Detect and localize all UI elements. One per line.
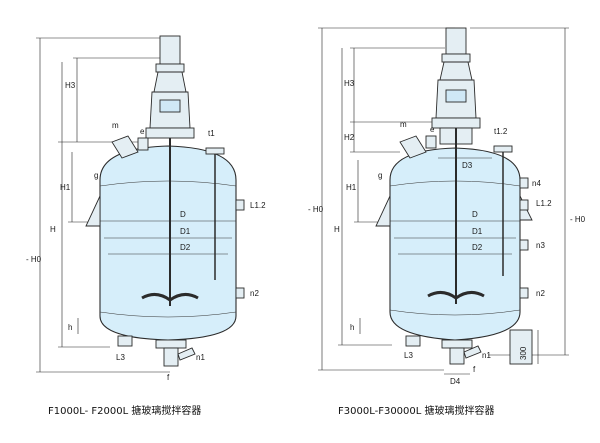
right-vessel: H3 H2 m e t1.2 D3 g n4 H1 H - H0 - H0 D … <box>308 27 586 417</box>
left-leg-l3 <box>117 335 133 347</box>
right-nozzle-m <box>399 135 427 159</box>
right-motor-flange <box>441 53 471 63</box>
right-label-d4: D4 <box>450 377 461 386</box>
right-nozzle-n1 <box>463 345 482 359</box>
right-label-300: 300 <box>519 346 528 360</box>
right-nozzle-l12 <box>519 199 529 211</box>
left-label-t1: t1 <box>208 129 215 138</box>
right-label-h1: H1 <box>346 183 357 192</box>
left-label-h1: H1 <box>60 183 71 192</box>
left-label-f: f <box>167 373 170 382</box>
left-label-g: g <box>94 171 98 180</box>
right-support-leg <box>509 329 533 365</box>
left-mount-flange <box>145 127 195 139</box>
left-label-e: e <box>140 127 145 136</box>
right-nozzle-e <box>425 135 437 149</box>
right-motor <box>445 27 467 55</box>
right-label-n4: n4 <box>532 179 541 188</box>
right-label-h3: H3 <box>344 79 355 88</box>
right-mount-flange <box>431 117 481 129</box>
right-bottom-seam <box>389 309 521 316</box>
right-leg-l3 <box>405 335 421 347</box>
left-bottom-seam <box>99 311 237 318</box>
left-nozzle-n1 <box>177 347 196 361</box>
right-label-l3: L3 <box>404 351 413 360</box>
right-bottom-flange <box>441 339 473 349</box>
left-label-n2: n2 <box>250 289 259 298</box>
right-caption: F3000L-F30000L 搪玻璃搅拌容器 <box>338 404 495 417</box>
left-label-d2: D2 <box>180 243 191 252</box>
right-label-h: H <box>334 225 340 234</box>
left-top-seam <box>99 180 237 187</box>
right-label-h0-left: - H0 <box>308 205 324 214</box>
left-motor-flange <box>155 63 185 73</box>
left-nozzle-l12 <box>235 199 245 211</box>
right-reducer <box>439 61 473 81</box>
right-label-n1: n1 <box>482 351 491 360</box>
left-bottom-flange <box>155 339 187 349</box>
left-thermowell-flange <box>205 147 225 155</box>
right-nozzle-n4 <box>519 177 529 189</box>
right-label-m: m <box>400 120 407 129</box>
left-coupling <box>159 99 181 113</box>
right-label-h2: H2 <box>344 133 355 142</box>
right-label-e: e <box>430 125 435 134</box>
left-caption: F1000L- F2000L 搪玻璃搅拌容器 <box>48 404 201 417</box>
right-label-t12: t1.2 <box>494 127 508 136</box>
right-label-g: g <box>378 171 382 180</box>
left-label-h-small: h <box>68 323 72 332</box>
left-label-n1: n1 <box>196 353 205 362</box>
left-bottom-valve <box>163 347 179 367</box>
right-nozzle-n3 <box>519 239 529 251</box>
left-label-h: H <box>50 225 56 234</box>
left-label-d: D <box>180 210 186 219</box>
right-coupling <box>445 89 467 103</box>
left-reducer <box>153 71 187 93</box>
right-label-f: f <box>473 365 476 374</box>
right-label-n2: n2 <box>536 289 545 298</box>
left-nozzle-n2 <box>235 287 245 299</box>
left-nozzle-e <box>137 137 149 151</box>
right-impeller <box>427 291 485 300</box>
left-label-h3: H3 <box>65 81 76 90</box>
right-label-d3: D3 <box>462 161 473 170</box>
left-label-l3: L3 <box>116 353 125 362</box>
right-label-h0-right: - H0 <box>570 215 586 224</box>
right-support-bracket <box>375 195 391 227</box>
left-support-bracket <box>85 195 101 227</box>
right-label-l12: L1.2 <box>536 199 552 208</box>
left-motor <box>159 35 181 65</box>
right-label-d1: D1 <box>472 227 483 236</box>
right-thermowell-flange <box>493 145 513 153</box>
right-label-h-small: h <box>350 323 354 332</box>
left-label-d1: D1 <box>180 227 191 236</box>
left-vessel: H3 m e t1 g H1 H - H0 D D1 D2 L1.2 n2 h … <box>26 35 266 417</box>
right-bottom-valve <box>449 347 465 365</box>
right-label-d: D <box>472 210 478 219</box>
left-label-m: m <box>112 121 119 130</box>
right-nozzle-n2 <box>519 287 529 299</box>
left-impeller <box>141 293 199 302</box>
left-label-l12: L1.2 <box>250 201 266 210</box>
left-nozzle-m <box>111 135 139 159</box>
left-label-h0: - H0 <box>26 255 42 264</box>
right-label-d2: D2 <box>472 243 483 252</box>
right-label-n3: n3 <box>536 241 545 250</box>
